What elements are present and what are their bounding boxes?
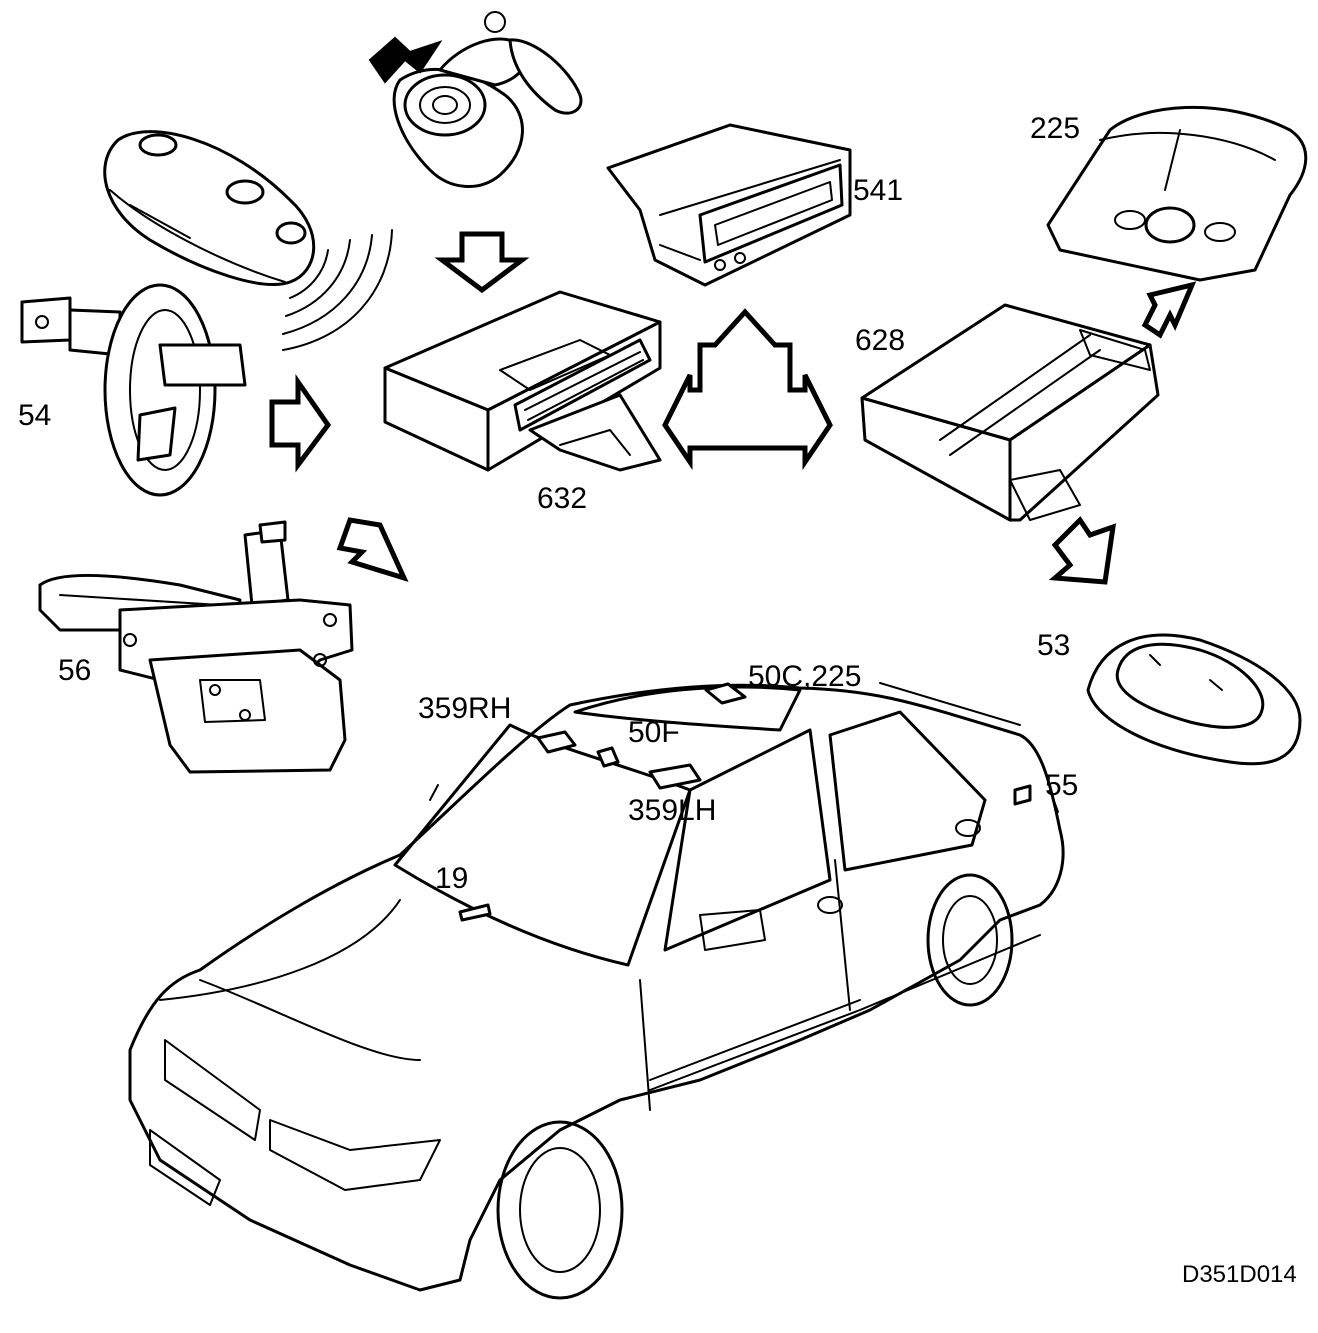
marker-50c: [704, 682, 747, 705]
roof-console-225: [1046, 105, 1308, 282]
marker-50f: [596, 746, 620, 768]
door-lock-cylinder: [20, 283, 247, 497]
label-50f: 50F: [628, 716, 680, 749]
label-628: 628: [855, 324, 905, 357]
arrow-triple-junction: [662, 308, 833, 471]
label-56: 56: [58, 654, 91, 687]
label-632: 632: [537, 482, 587, 515]
label-359lh: 359LH: [628, 794, 716, 827]
arrow-right-from-lock: [269, 374, 332, 473]
drawing-reference-code: D351D014: [1182, 1261, 1297, 1288]
marker-359rh: [536, 730, 577, 754]
leader-lines: [879, 682, 1059, 813]
remote-key-fob: [103, 130, 393, 351]
marker-19: [458, 903, 492, 922]
arrow-to-roof-console: [1141, 281, 1197, 339]
arrow-to-courtesy-light: [1048, 516, 1117, 585]
instrument-unit-541: [606, 123, 852, 287]
ignition-switch: [368, 11, 583, 188]
car-body: [128, 683, 1065, 1300]
label-541: 541: [853, 174, 903, 207]
label-55: 55: [1045, 769, 1078, 802]
label-53: 53: [1037, 629, 1070, 662]
hood-switch-bracket: [38, 520, 354, 774]
courtesy-light-53: [1086, 633, 1302, 766]
label-225-top: 225: [1030, 112, 1080, 145]
car-component-markers: [458, 682, 1032, 922]
arrow-down: [434, 231, 530, 294]
control-module-632: [383, 290, 662, 472]
label-359rh: 359RH: [418, 692, 511, 725]
label-19: 19: [435, 862, 468, 895]
arrow-diagonal-from-hood: [336, 517, 409, 583]
arrows: [269, 231, 1197, 585]
control-module-628: [860, 303, 1160, 522]
marker-55: [1013, 784, 1032, 806]
marker-359lh: [648, 763, 702, 790]
label-54: 54: [18, 399, 51, 432]
label-50c-225: 50C,225: [748, 660, 861, 693]
